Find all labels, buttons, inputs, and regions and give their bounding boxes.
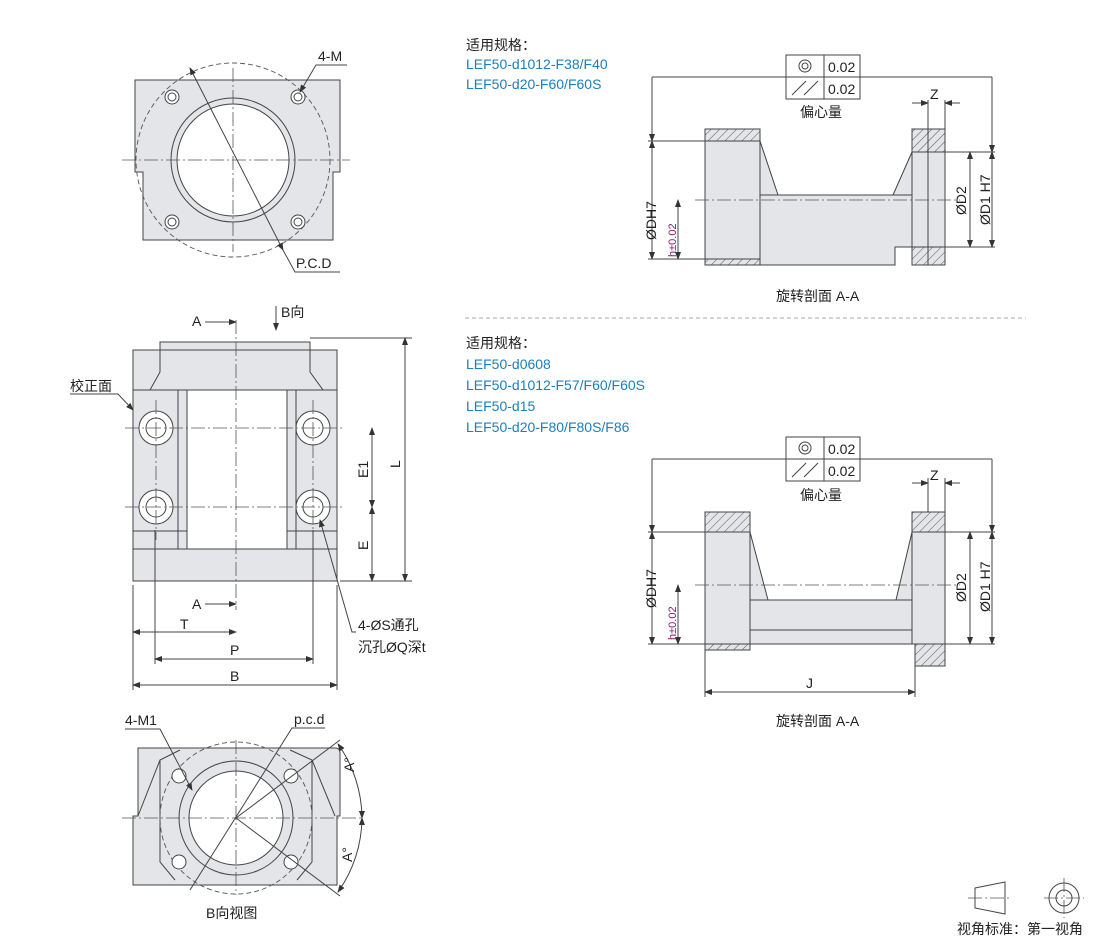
- dim-d1: ØD1 H7: [977, 174, 993, 225]
- dim-t: T: [180, 616, 189, 632]
- tapped-holes-label: 4-M: [318, 48, 342, 64]
- dim-h: h±0.02: [667, 223, 679, 257]
- spec-item: LEF50-d1012-F57/F60/F60S: [466, 377, 645, 393]
- section-caption: 旋转剖面 A-A: [776, 288, 860, 304]
- angle-1: A°: [341, 757, 357, 772]
- section-2: 适用规格： LEF50-d0608 LEF50-d1012-F57/F60/F6…: [466, 335, 995, 729]
- runout-icon: [791, 462, 819, 478]
- runout-value: 0.02: [828, 463, 855, 479]
- dim-l: L: [387, 460, 403, 468]
- pcd-label: P.C.D: [296, 255, 332, 271]
- front-view: 4-M P.C.D: [122, 48, 350, 273]
- runout-value: 0.02: [828, 81, 855, 97]
- section-a-bottom: A: [192, 596, 202, 612]
- runout-icon: [791, 80, 819, 96]
- dim-z: Z: [930, 86, 939, 102]
- angle-2: A°: [339, 847, 355, 862]
- tapped-hole: [290, 214, 306, 230]
- tapped-hole: [290, 89, 306, 105]
- spec-item: LEF50-d20-F60/F60S: [466, 76, 601, 92]
- dim-e1: E1: [355, 461, 371, 478]
- tapped-hole: [164, 89, 180, 105]
- dim-j: J: [806, 675, 813, 691]
- spec-item: LEF50-d15: [466, 398, 535, 414]
- reference-face-label: 校正面: [70, 378, 112, 394]
- spec-item: LEF50-d20-F80/F80S/F86: [466, 419, 630, 435]
- projection-note: 视角标准：第一视角: [957, 921, 1083, 937]
- dim-p: P: [230, 642, 239, 658]
- dim-e: E: [355, 541, 371, 550]
- dim-d1: ØD1 H7: [977, 561, 993, 612]
- section-a-top: A: [192, 313, 202, 329]
- dim-d2: ØD2: [953, 573, 969, 602]
- hole-note-2: 沉孔ØQ深t: [358, 639, 426, 655]
- concentricity-icon: [798, 59, 812, 73]
- tolerance-label: 偏心量: [800, 487, 842, 503]
- dim-b: B: [230, 668, 239, 684]
- side-view: A A B向 校正面 L E1 E T P B 4-ØS通孔 沉孔ØQ深t: [70, 304, 426, 690]
- b-direction-view: A° A° 4-M1 p.c.d B向视图: [122, 711, 365, 921]
- tapped-hole: [164, 214, 180, 230]
- tolerance-label: 偏心量: [800, 104, 842, 120]
- dim-dh7: ØDH7: [643, 569, 659, 608]
- pcd-label: p.c.d: [294, 711, 324, 727]
- spec-title: 适用规格：: [466, 335, 536, 351]
- dim-dh7: ØDH7: [643, 201, 659, 240]
- direction-b: B向: [281, 304, 304, 320]
- dim-h: h±0.02: [667, 606, 679, 640]
- section-caption: 旋转剖面 A-A: [776, 713, 860, 729]
- dim-d2: ØD2: [953, 186, 969, 215]
- spec-item: LEF50-d1012-F38/F40: [466, 56, 608, 72]
- spec-title: 适用规格：: [466, 37, 536, 53]
- first-angle-projection-icon: [968, 878, 1084, 918]
- tapped-holes-label: 4-M1: [125, 712, 157, 728]
- concentricity-icon: [798, 441, 812, 455]
- hole-note-1: 4-ØS通孔: [358, 617, 419, 633]
- concentricity-value: 0.02: [828, 441, 855, 457]
- b-view-caption: B向视图: [206, 905, 257, 921]
- section-1: 适用规格： LEF50-d1012-F38/F40 LEF50-d20-F60/…: [466, 37, 995, 304]
- spec-item: LEF50-d0608: [466, 356, 551, 372]
- tolerance-frame: 0.02 0.02 偏心量: [785, 436, 861, 503]
- dim-z: Z: [930, 467, 939, 483]
- concentricity-value: 0.02: [828, 59, 855, 75]
- tolerance-frame: 0.02 0.02 偏心量: [785, 54, 861, 120]
